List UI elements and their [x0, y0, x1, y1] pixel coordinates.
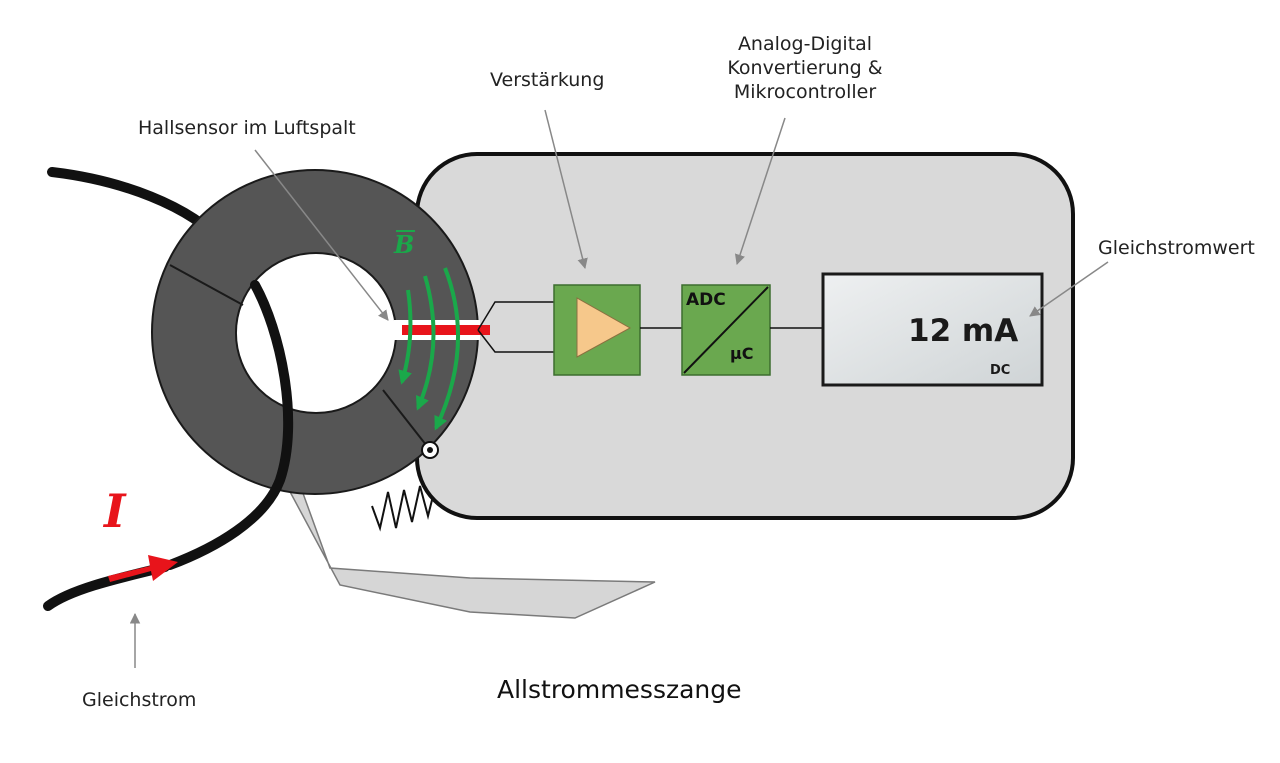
wire-sensor-amp-top [477, 301, 555, 331]
field-line-1 [398, 289, 413, 385]
clamp-core [151, 168, 479, 496]
core-seam-left [169, 264, 244, 306]
label-hall-sensor: Hallsensor im Luftspalt [138, 117, 356, 139]
label-dc-value: Gleichstromwert [1098, 237, 1255, 259]
pointer-hall-sensor [254, 149, 389, 321]
core-seam-lower [382, 389, 431, 451]
field-line-2 [415, 275, 436, 411]
label-dc-current: Gleichstrom [82, 689, 197, 711]
wire-lower [43, 562, 170, 611]
adc-divider [683, 286, 769, 374]
label-adc-line-2: Konvertierung & [727, 57, 883, 79]
pointer-amplifier [544, 109, 588, 270]
amplifier-triangle-icon [576, 297, 632, 358]
wire-through [165, 280, 294, 570]
uc-block-label: μC [730, 344, 754, 363]
diagram-title: Allstrommesszange [497, 675, 742, 704]
label-adc: Analog-Digital Konvertierung & Mikrocont… [708, 32, 902, 104]
pointer-display [1029, 261, 1109, 317]
field-symbol: B [394, 230, 415, 259]
label-amplification: Verstärkung [490, 69, 605, 91]
field-line-3 [434, 267, 461, 431]
display-value: 12 mA [908, 313, 1019, 349]
hall-sensor [402, 325, 490, 335]
label-adc-line-3: Mikrocontroller [733, 81, 877, 103]
display-unit: DC [990, 363, 1011, 378]
label-adc-line-1: Analog-Digital [737, 33, 873, 55]
current-symbol: I [104, 484, 126, 538]
clamp-handle [286, 484, 656, 619]
wire-sensor-amp-bottom [477, 329, 555, 353]
lcd-display [821, 272, 1044, 387]
adc-block-label: ADC [686, 290, 726, 310]
current-arrow [108, 555, 178, 582]
pointer-adc [734, 117, 786, 265]
